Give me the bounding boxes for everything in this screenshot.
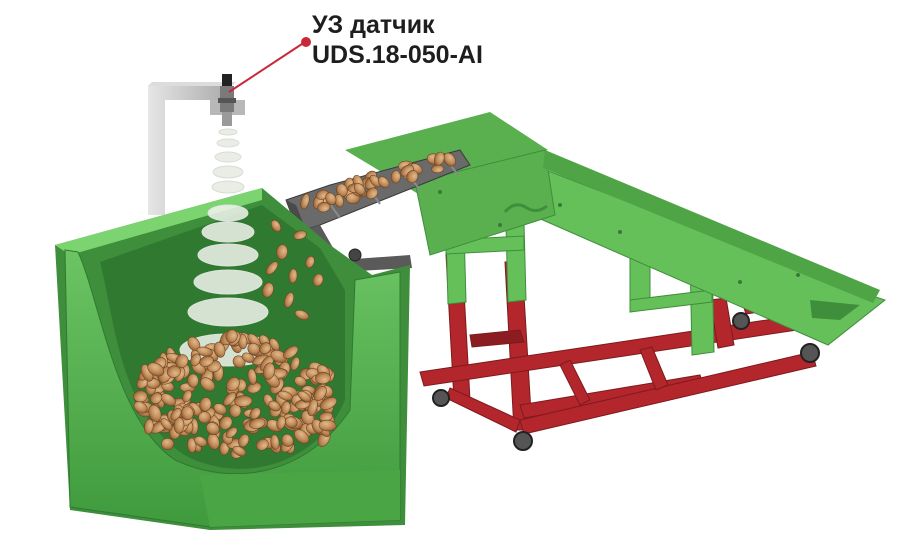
conveyor-frame [419, 254, 825, 435]
wheels [432, 312, 820, 451]
sensor-label: УЗ датчик UDS.18-050-AI [312, 10, 483, 70]
callout-pointer [228, 37, 311, 93]
potatoes-conveyor [300, 151, 456, 213]
potatoes-falling [262, 219, 324, 321]
ultrasonic-waves [211, 128, 245, 194]
potato-pile [133, 329, 337, 459]
ultrasonic-sensor-icon [218, 74, 236, 126]
sensor-label-line1: УЗ датчик [312, 11, 435, 39]
sensor-label-line2: UDS.18-050-AI [312, 41, 483, 69]
